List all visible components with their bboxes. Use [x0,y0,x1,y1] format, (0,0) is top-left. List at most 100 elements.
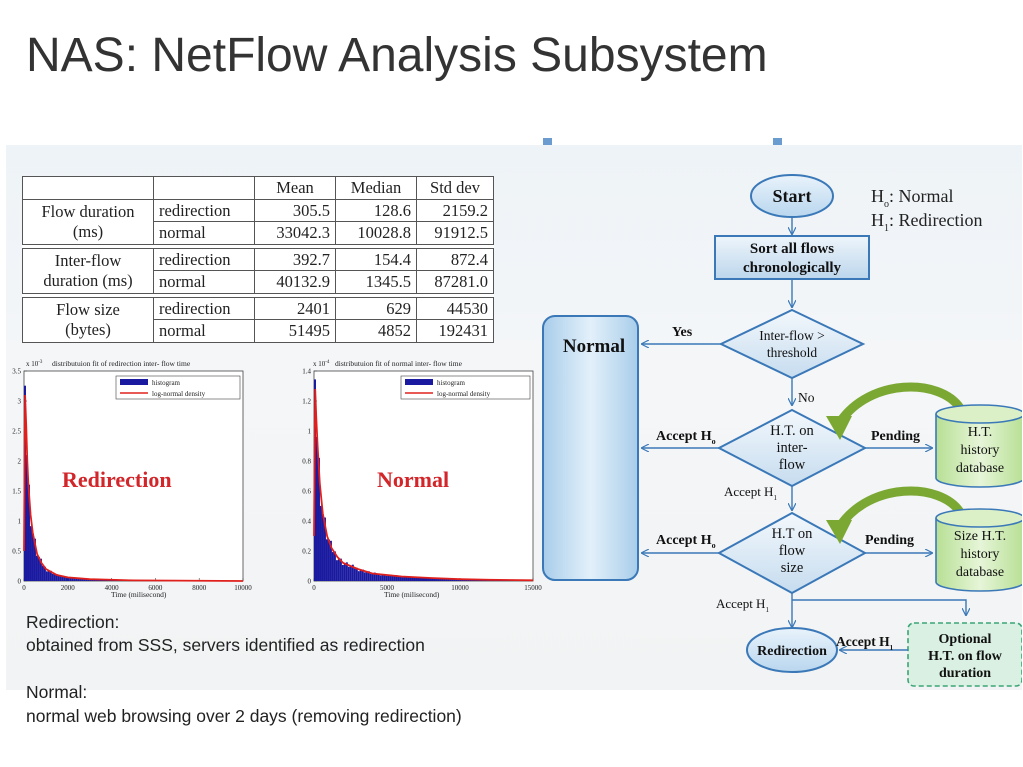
y-tick-label: 0.8 [302,458,311,466]
histogram-bar [339,558,342,581]
histogram-bar [435,578,438,581]
histogram-bar [395,575,398,581]
table-cell: 629 [335,296,417,320]
histogram-bar [75,578,78,581]
legend-label: histogram [152,379,181,387]
x-tick-label: 2000 [61,584,76,592]
group-label: Flow size(bytes) [22,296,154,343]
histogram-bar [425,577,428,581]
y-tick-label: 3 [18,398,22,406]
y-tick-label: 2 [18,458,22,466]
x-tick-label: 10000 [234,584,252,592]
table-header-row: Mean Median Std dev [22,176,494,200]
histogram-bar [317,457,320,581]
table-row: Flow duration(ms) redirection 305.5 128.… [22,198,494,245]
feedback-arrowhead [826,416,852,440]
density-curve [23,394,244,582]
table-cell: normal [153,319,255,343]
x-tick-label: 15000 [524,584,542,592]
x-tick-label: 5000 [380,584,395,592]
histogram-bar [367,571,370,581]
histogram-bar [315,436,318,581]
legend-histogram-swatch [405,379,433,385]
ht-history-database [935,414,1022,488]
histogram-bar [387,575,390,581]
database-label-line: database [956,565,1004,580]
histogram-bar [37,556,40,581]
histogram-bar [71,577,74,581]
group-label-line: duration (ms) [43,270,133,290]
y-tick-label: 0.6 [302,488,311,496]
histogram-bar [385,575,388,581]
histogram-bar [421,577,424,581]
histogram-bar [53,573,56,581]
histogram-bar [95,579,98,581]
group-label: Flow duration(ms) [22,198,154,245]
histogram-bar [79,578,82,581]
histogram-bar [89,579,92,581]
table-row: normal 51495 4852 192431 [23,319,494,343]
y-tick-label: 0 [308,578,312,586]
table-cell: redirection [153,247,255,271]
histogram-bar [81,578,84,581]
density-curve [313,388,534,582]
optional-duration-test-box [907,622,1022,687]
histogram-bar [69,577,72,581]
histogram-bar [443,578,446,581]
histogram-bar [349,565,352,581]
histogram-bar [377,573,380,581]
histogram-bar [35,555,38,581]
database-label-line: history [961,547,1000,562]
hypothesis-h1: H1: Redirection [871,210,982,234]
decision-label-line: threshold [767,345,817,360]
x-axis-label: Time (milisecond) [384,590,440,599]
table-header-cell [22,176,154,200]
histogram-bar [415,577,418,581]
legend-label: log-normal density [437,390,491,398]
histogram-bar [447,578,450,581]
plot-frame [23,370,244,582]
plot-frame [313,370,534,582]
no-label: No [798,390,815,405]
x-tick-label: 6000 [148,584,163,592]
histogram-bar [407,577,410,581]
histogram-bar [45,571,48,581]
histogram-bar [65,576,68,581]
histogram-bar [403,576,406,581]
histogram-bar [345,562,348,581]
y-tick-label: 1.2 [302,398,311,406]
optional-label-line: H.T. on flow [928,649,1003,664]
feedback-arrow-green [835,382,965,427]
histogram-bar [319,505,322,581]
histogram-bar [51,573,54,581]
histogram-bar [43,566,46,581]
histogram-bar [413,577,416,581]
redirection-caption-heading: Redirection: [26,612,120,632]
table-cell: redirection [153,198,255,222]
table-cell: 33042.3 [254,221,336,245]
decision-label-line: flow [779,543,806,559]
legend-label: histogram [437,379,466,387]
legend-label: log-normal density [152,390,206,398]
x-tick-label: 4000 [105,584,120,592]
accept-h1-label: Accept H1 [836,634,894,652]
histogram-bar [381,574,384,581]
legend-histogram-swatch [120,379,148,385]
histogram-bar [327,539,330,581]
plot-title: distributuion fit of redirection inter- … [52,359,191,368]
y-tick-label: 0 [18,578,22,586]
optional-label-line: duration [939,666,991,681]
table-header-cell: Std dev [416,176,494,200]
legend-box [400,375,531,400]
histogram-bar [31,533,34,581]
histogram-bar [27,484,30,581]
histogram-bar [25,455,28,581]
pending-label: Pending [871,429,920,444]
group-label-line: (ms) [72,221,104,241]
histogram-bar [449,578,452,581]
histogram-bar [77,577,80,581]
histogram-bar [391,576,394,581]
table-cell: 87281.0 [416,270,494,294]
histogram-bar [41,565,44,581]
